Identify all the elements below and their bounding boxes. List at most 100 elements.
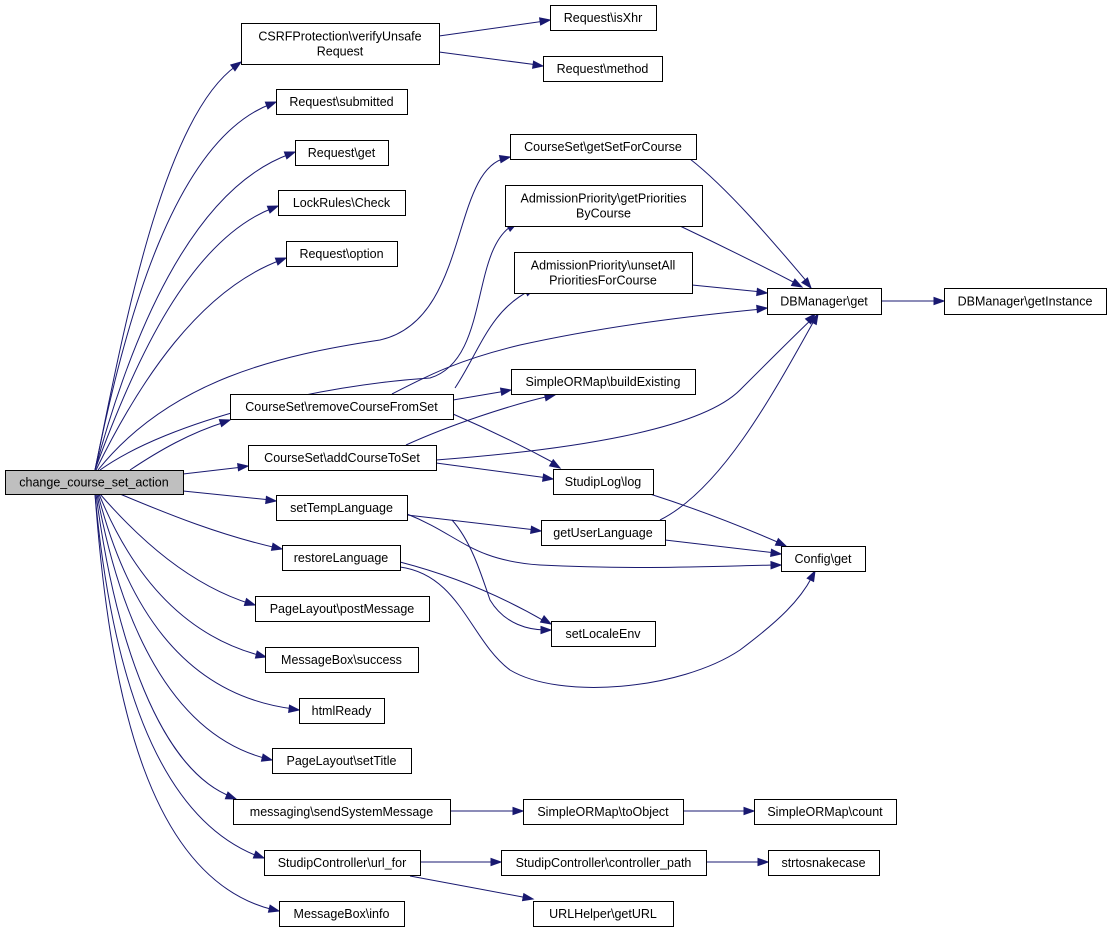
edge-line [451, 519, 547, 631]
node-root[interactable]: change_course_set_action [5, 470, 184, 495]
node-htmlready[interactable]: htmlReady [299, 698, 385, 724]
node-unsetprio[interactable]: AdmissionPriority\unsetAllPrioritiesForC… [514, 252, 693, 294]
node-box [278, 190, 406, 216]
node-dbget[interactable]: DBManager\get [767, 288, 882, 315]
node-removecourse[interactable]: CourseSet\removeCourseFromSet [230, 394, 454, 420]
node-label: SimpleORMap\toObject [537, 805, 669, 819]
arrowhead-icon [540, 625, 553, 635]
node-box [551, 621, 656, 647]
node-msgsuccess[interactable]: MessageBox\success [265, 647, 419, 673]
node-box [241, 23, 440, 65]
arrowhead-icon [538, 17, 552, 26]
node-box [286, 241, 398, 267]
node-label: DBManager\get [780, 295, 868, 309]
node-box [781, 546, 866, 572]
arrowhead-icon [532, 60, 545, 69]
edge-csrf-to-isxhr [438, 17, 552, 37]
arrowhead-icon [288, 704, 301, 713]
edge-root-to-csrf [94, 61, 243, 471]
edge-line [438, 20, 546, 37]
node-count[interactable]: SimpleORMap\count [754, 799, 897, 825]
edge-line [182, 466, 244, 475]
edge-line [94, 207, 274, 471]
edge-root-to-removecourse [129, 419, 232, 471]
node-restorelang[interactable]: restoreLanguage [282, 545, 401, 571]
edge-addcourse-to-studiplog [435, 462, 555, 482]
arrowhead-icon [542, 473, 555, 482]
edge-line [406, 513, 777, 568]
edge-line [405, 395, 551, 446]
node-option[interactable]: Request\option [286, 241, 398, 267]
edge-line [679, 225, 798, 285]
node-ctrlpath[interactable]: StudipController\controller_path [501, 850, 707, 876]
node-lock[interactable]: LockRules\Check [278, 190, 406, 216]
node-box [553, 469, 654, 495]
arrowhead-icon [254, 650, 268, 659]
node-getsetforcourse[interactable]: CourseSet\getSetForCourse [510, 134, 697, 160]
node-box [944, 288, 1107, 315]
node-geturl[interactable]: URLHelper\getURL [533, 901, 674, 927]
node-studiplog[interactable]: StudipLog\log [553, 469, 654, 495]
node-configget[interactable]: Config\get [781, 546, 866, 572]
node-label: PrioritiesForCourse [549, 274, 657, 288]
edge-line [94, 153, 291, 471]
node-buildexisting[interactable]: SimpleORMap\buildExisting [511, 369, 696, 395]
edge-line [94, 493, 275, 911]
edge-toobject-to-count [683, 806, 756, 816]
edge-line [689, 158, 809, 284]
edge-root-to-msgsuccess [98, 493, 268, 659]
node-method[interactable]: Request\method [543, 56, 663, 82]
node-label: ByCourse [576, 207, 631, 221]
edge-root-to-urlfor [94, 493, 266, 859]
node-setlocale[interactable]: setLocaleEnv [551, 621, 656, 647]
node-box [282, 545, 401, 571]
edge-line [119, 493, 278, 549]
node-reqget[interactable]: Request\get [295, 140, 389, 166]
node-addcourse[interactable]: CourseSet\addCourseToSet [248, 445, 437, 471]
arrowhead-icon [218, 419, 232, 428]
node-urlfor[interactable]: StudipController\url_for [264, 850, 421, 876]
edge-line [438, 51, 539, 66]
edge-line [99, 493, 252, 605]
node-label: URLHelper\getURL [549, 907, 657, 921]
arrowhead-icon [264, 101, 278, 110]
arrowhead-icon [790, 278, 804, 288]
edge-line [454, 289, 532, 389]
node-settemplang[interactable]: setTempLanguage [276, 495, 408, 521]
node-getuserlang[interactable]: getUserLanguage [541, 520, 666, 546]
edge-line [399, 566, 813, 688]
arrowhead-icon [743, 806, 756, 816]
node-msginfo[interactable]: MessageBox\info [279, 901, 405, 927]
node-label: Request\isXhr [564, 11, 643, 25]
node-box [233, 799, 451, 825]
edge-ctrlpath-to-snake [706, 857, 770, 867]
node-toobject[interactable]: SimpleORMap\toObject [523, 799, 684, 825]
node-label: Request\method [557, 62, 649, 76]
edge-settemplang-to-configget [406, 513, 783, 570]
node-box [248, 445, 437, 471]
node-label: setTempLanguage [290, 501, 393, 515]
node-postmessage[interactable]: PageLayout\postMessage [255, 596, 430, 622]
node-isxhr[interactable]: Request\isXhr [550, 5, 657, 31]
edge-root-to-addcourse [182, 463, 250, 475]
node-box [255, 596, 430, 622]
edge-root-to-sendsysmsg [95, 493, 238, 800]
arrowhead-icon [774, 537, 788, 547]
node-dbinst[interactable]: DBManager\getInstance [944, 288, 1107, 315]
node-snake[interactable]: strtosnakecase [768, 850, 880, 876]
arrowhead-icon [266, 205, 280, 214]
edge-line [452, 413, 557, 465]
edge-root-to-submitted [94, 101, 278, 471]
arrowhead-icon [530, 525, 543, 535]
node-label: setLocaleEnv [565, 627, 641, 641]
node-label: messaging\sendSystemMessage [250, 805, 433, 819]
node-submitted[interactable]: Request\submitted [276, 89, 408, 115]
node-sendsysmsg[interactable]: messaging\sendSystemMessage [233, 799, 451, 825]
node-settitle[interactable]: PageLayout\setTitle [272, 748, 412, 774]
edge-removecourse-to-dbget [391, 304, 769, 395]
edge-settemplang-to-getuserlang [406, 514, 543, 535]
arrowhead-icon [770, 548, 783, 558]
